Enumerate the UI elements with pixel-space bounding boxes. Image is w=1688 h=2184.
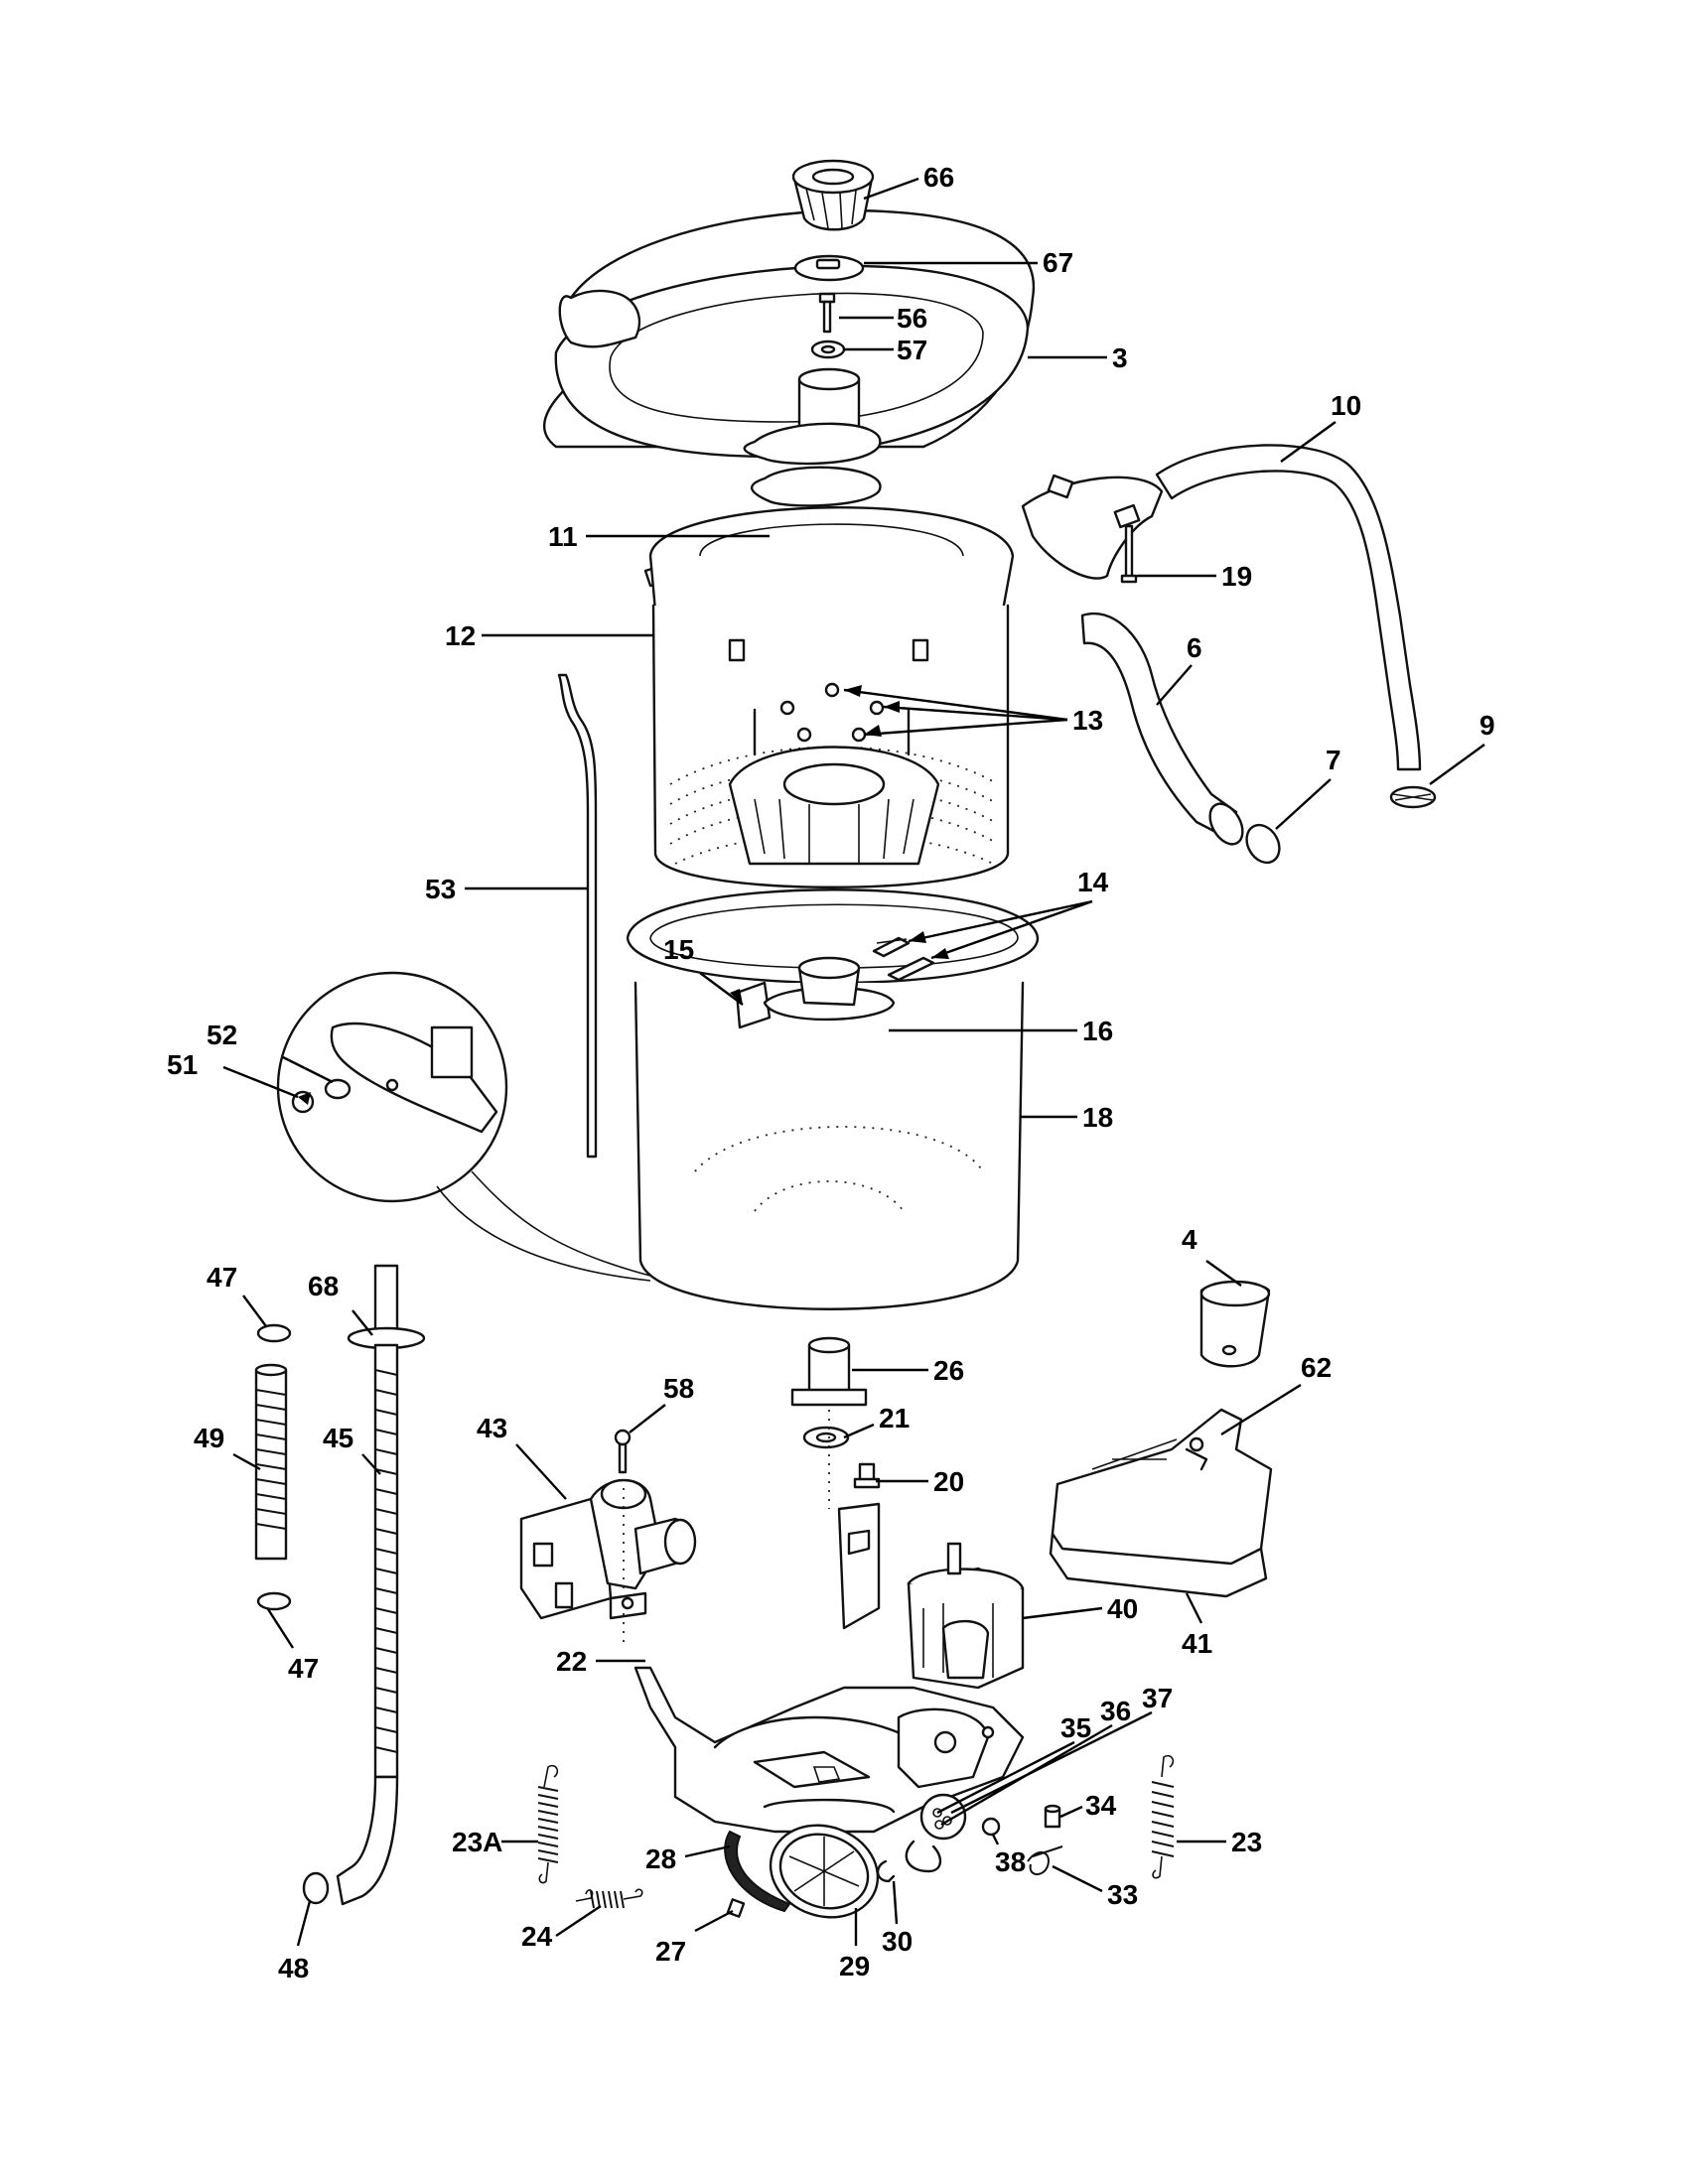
callout-labels: 66 67 56 57 3 10 11 19 12 6 13 9 7 53 14… bbox=[167, 162, 1495, 1983]
callout-52: 52 bbox=[207, 1020, 237, 1050]
hose-6-part bbox=[1080, 613, 1244, 846]
detail-inset bbox=[276, 971, 651, 1282]
callout-66: 66 bbox=[923, 162, 954, 193]
tub-bolts-part bbox=[872, 936, 935, 982]
callout-19: 19 bbox=[1221, 561, 1252, 592]
outer-tub-part bbox=[626, 888, 1040, 1310]
cam-part bbox=[793, 254, 865, 282]
detail-washer-part bbox=[324, 1078, 352, 1100]
tub-cover-part bbox=[542, 208, 1036, 459]
callout-35: 35 bbox=[1060, 1712, 1091, 1743]
callout-68: 68 bbox=[308, 1271, 339, 1301]
water-valve-part bbox=[519, 1478, 697, 1620]
drain-hose-part bbox=[1021, 444, 1422, 771]
callout-12: 12 bbox=[445, 620, 476, 651]
callout-14: 14 bbox=[1077, 867, 1109, 897]
agitator-cap-part bbox=[791, 159, 875, 231]
callout-15: 15 bbox=[663, 934, 694, 965]
bolt-part bbox=[818, 292, 836, 334]
callout-48: 48 bbox=[278, 1953, 309, 1983]
tub-seal-part bbox=[763, 956, 896, 1022]
callout-9: 9 bbox=[1479, 710, 1495, 741]
callout-49: 49 bbox=[194, 1423, 224, 1453]
bracket-part bbox=[735, 981, 772, 1029]
callout-13: 13 bbox=[1072, 705, 1103, 736]
callout-37: 37 bbox=[1142, 1683, 1173, 1713]
bearing-26-part bbox=[790, 1336, 868, 1407]
callout-38: 38 bbox=[995, 1846, 1026, 1877]
motor-cover-part bbox=[1049, 1408, 1273, 1598]
callout-23a: 23A bbox=[452, 1827, 502, 1857]
callout-18: 18 bbox=[1082, 1102, 1113, 1133]
clamp-47-bottom-part bbox=[256, 1591, 292, 1611]
washer-part bbox=[810, 340, 846, 359]
callout-29: 29 bbox=[839, 1951, 870, 1981]
clutch-group-part bbox=[905, 1793, 967, 1873]
wash-basket-part bbox=[648, 506, 1015, 888]
ring-7-part bbox=[1245, 823, 1281, 865]
leader-lines bbox=[222, 177, 1485, 1947]
callout-47-bottom: 47 bbox=[288, 1653, 319, 1684]
spring-23a-part bbox=[537, 1764, 559, 1884]
callout-47-top: 47 bbox=[207, 1262, 237, 1293]
callout-56: 56 bbox=[897, 303, 927, 334]
clamp-47-top-part bbox=[256, 1323, 292, 1343]
callout-26: 26 bbox=[933, 1355, 964, 1386]
callout-11: 11 bbox=[548, 521, 578, 552]
nut-38-part bbox=[981, 1817, 1001, 1837]
screw-20-part bbox=[853, 1462, 881, 1489]
callout-53: 53 bbox=[425, 874, 456, 904]
callout-16: 16 bbox=[1082, 1016, 1113, 1046]
callout-51: 51 bbox=[167, 1049, 198, 1080]
callout-6: 6 bbox=[1187, 632, 1202, 663]
bushing-34-part bbox=[1044, 1804, 1061, 1829]
basket-screws-part bbox=[779, 682, 885, 743]
vent-tube-part bbox=[557, 673, 598, 1159]
hose-49-part bbox=[254, 1363, 288, 1561]
callout-27: 27 bbox=[655, 1936, 686, 1967]
leader-arrowheads bbox=[298, 685, 949, 1105]
spring-24-part bbox=[575, 1888, 643, 1909]
washer-21-part bbox=[802, 1426, 850, 1449]
capacitor-part bbox=[1199, 1280, 1271, 1368]
clamp-48-part bbox=[302, 1871, 330, 1905]
callout-7: 7 bbox=[1326, 745, 1341, 775]
callout-22: 22 bbox=[556, 1646, 587, 1677]
callout-58: 58 bbox=[663, 1373, 694, 1404]
clamp-9-part bbox=[1389, 785, 1437, 809]
callout-57: 57 bbox=[897, 335, 927, 365]
callout-30: 30 bbox=[882, 1926, 913, 1957]
callout-34: 34 bbox=[1085, 1790, 1117, 1821]
callout-3: 3 bbox=[1112, 342, 1128, 373]
pulley-part bbox=[769, 1824, 880, 1919]
callout-33: 33 bbox=[1107, 1879, 1138, 1910]
spring-33-part bbox=[1027, 1845, 1063, 1875]
clip-30-part bbox=[876, 1859, 896, 1883]
screw-58-part bbox=[614, 1429, 632, 1474]
callout-36: 36 bbox=[1100, 1696, 1131, 1726]
callout-28: 28 bbox=[645, 1843, 676, 1874]
callout-45: 45 bbox=[323, 1423, 353, 1453]
callout-21: 21 bbox=[879, 1403, 910, 1433]
callout-10: 10 bbox=[1331, 390, 1361, 421]
spring-23-part bbox=[1151, 1754, 1175, 1879]
callout-23: 23 bbox=[1231, 1827, 1262, 1857]
motor-part bbox=[907, 1542, 1025, 1690]
belt-part bbox=[724, 1830, 791, 1913]
callout-41: 41 bbox=[1182, 1628, 1212, 1659]
callout-4: 4 bbox=[1182, 1224, 1197, 1255]
setscrew-27-part bbox=[726, 1898, 746, 1918]
callout-20: 20 bbox=[933, 1466, 964, 1497]
base-frame-part bbox=[633, 1502, 1025, 1834]
screw-19-part bbox=[1120, 524, 1138, 584]
callout-62: 62 bbox=[1301, 1352, 1332, 1383]
callout-24: 24 bbox=[521, 1921, 553, 1952]
inlet-hose-45-part bbox=[336, 1264, 426, 1906]
callout-40: 40 bbox=[1107, 1593, 1138, 1624]
callout-67: 67 bbox=[1043, 247, 1073, 278]
callout-43: 43 bbox=[477, 1413, 507, 1443]
